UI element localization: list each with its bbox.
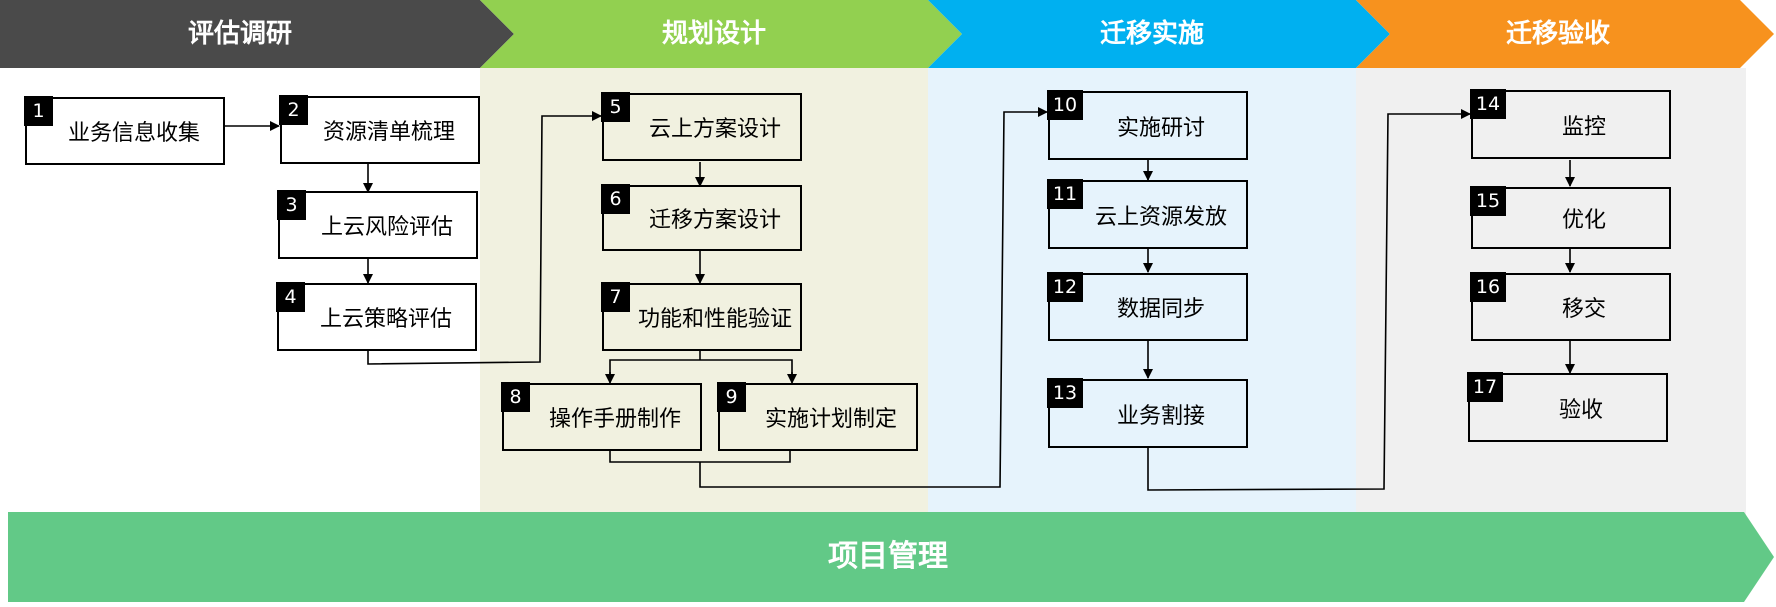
step-4: 4 上云策略评估 [276, 282, 477, 351]
phase-acceptance-label: 迁移验收 [1505, 19, 1610, 49]
step-number: 6 [601, 184, 630, 214]
step-8: 8 操作手册制作 [501, 382, 702, 451]
step-number: 15 [1470, 186, 1506, 216]
step-7: 7 功能和性能验证 [601, 282, 802, 351]
step-number: 5 [601, 92, 630, 122]
step-number: 2 [279, 95, 308, 125]
step-14: 14 监控 [1470, 89, 1671, 159]
step-number: 11 [1047, 179, 1083, 209]
phase-assessment-label: 评估调研 [187, 19, 292, 49]
step-number: 12 [1047, 272, 1083, 302]
management-bar-shape [8, 512, 1774, 602]
phase-acceptance: 迁移验收 [1356, 0, 1776, 68]
step-6: 6 迁移方案设计 [601, 184, 802, 251]
step-number: 1 [24, 96, 53, 126]
step-15: 15 优化 [1470, 186, 1671, 249]
phase-implementation-shape [928, 0, 1390, 68]
step-label: 操作手册制作 [548, 407, 681, 432]
step-label: 云上资源发放 [1094, 204, 1227, 230]
phase-implementation-label: 迁移实施 [1099, 19, 1204, 49]
step-1: 1 业务信息收集 [24, 96, 225, 165]
step-13: 13 业务割接 [1047, 378, 1248, 448]
step-label: 实施计划制定 [764, 407, 897, 432]
management-label: 项目管理 [828, 539, 948, 574]
phase-bg-implementation [928, 68, 1356, 515]
step-number: 10 [1047, 90, 1083, 120]
phase-bg-assessment [0, 68, 480, 515]
step-label: 云上方案设计 [648, 117, 781, 142]
step-label: 数据同步 [1116, 297, 1205, 322]
step-label: 上云策略评估 [319, 307, 452, 332]
step-label: 功能和性能验证 [637, 307, 792, 332]
step-number: 7 [601, 282, 630, 312]
step-label: 业务信息收集 [67, 121, 200, 146]
step-label: 实施研讨 [1116, 115, 1205, 141]
phase-planning: 规划设计 [480, 0, 964, 68]
phase-assessment: 评估调研 [0, 0, 516, 68]
step-number: 8 [501, 382, 530, 412]
step-9: 9 实施计划制定 [717, 382, 918, 451]
phase-assessment-shape [0, 0, 514, 68]
step-3: 3 上云风险评估 [277, 190, 478, 259]
phase-implementation: 迁移实施 [928, 0, 1392, 68]
step-label: 资源清单梳理 [322, 120, 455, 145]
step-label: 移交 [1561, 297, 1606, 322]
connector-13-14 [1147, 109, 1471, 491]
step-label: 优化 [1561, 208, 1606, 233]
step-10: 10 实施研讨 [1047, 90, 1248, 160]
phase-planning-shape [480, 0, 962, 68]
step-label: 监控 [1561, 114, 1606, 140]
connector-8-9-10 [609, 112, 1047, 488]
step-11: 11 云上资源发放 [1047, 179, 1248, 249]
step-number: 4 [276, 282, 305, 312]
step-number: 17 [1467, 372, 1503, 402]
step-label: 验收 [1558, 397, 1603, 423]
step-label: 上云风险评估 [320, 215, 453, 240]
step-number: 3 [277, 190, 306, 220]
step-5: 5 云上方案设计 [601, 92, 802, 161]
step-number: 9 [717, 382, 746, 412]
connector-4-5 [367, 111, 602, 365]
step-number: 14 [1470, 89, 1506, 119]
step-12: 12 数据同步 [1047, 272, 1248, 341]
step-16: 16 移交 [1470, 272, 1671, 341]
step-number: 13 [1047, 378, 1083, 408]
phase-planning-label: 规划设计 [661, 19, 766, 49]
phase-bg-planning [480, 68, 928, 515]
step-label: 业务割接 [1116, 403, 1205, 429]
step-17: 17 验收 [1467, 372, 1668, 442]
step-number: 16 [1470, 272, 1506, 302]
step-2: 2 资源清单梳理 [279, 95, 480, 164]
step-label: 迁移方案设计 [648, 208, 781, 233]
phase-acceptance-shape [1356, 0, 1774, 68]
